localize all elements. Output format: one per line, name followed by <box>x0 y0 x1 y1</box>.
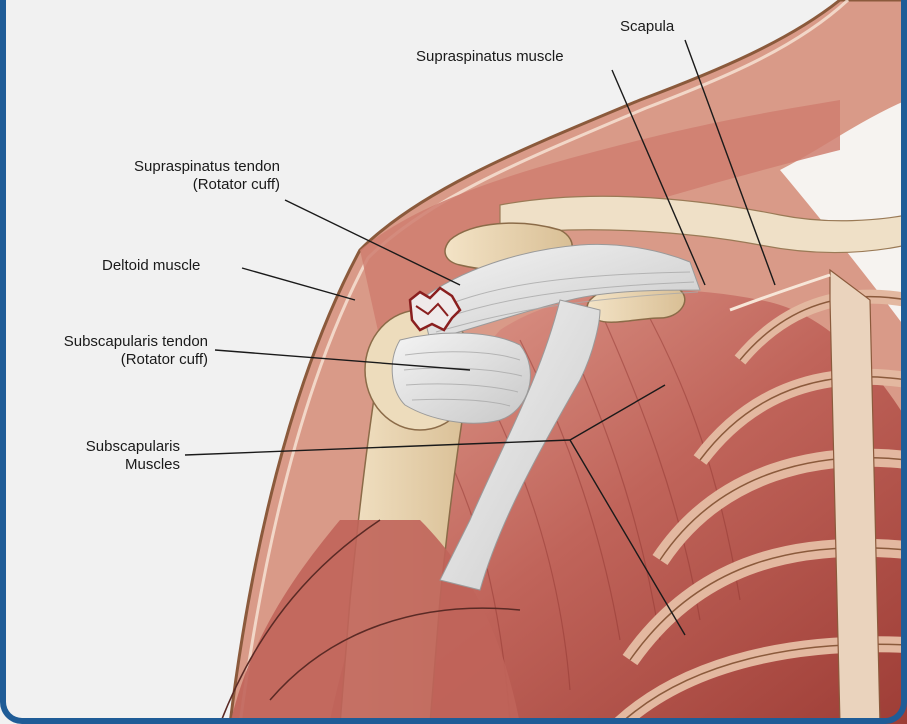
label-subscapularis-tendon-line2: (Rotator cuff) <box>10 351 208 369</box>
label-supraspinatus-tendon-line1: Supraspinatus tendon <box>80 158 280 176</box>
label-supraspinatus-tendon-line2: (Rotator cuff) <box>80 176 280 194</box>
label-supraspinatus-muscle: Supraspinatus muscle <box>416 48 564 66</box>
label-supraspinatus-tendon: Supraspinatus tendon (Rotator cuff) <box>80 158 280 194</box>
subscapularis-tendon <box>392 333 530 423</box>
label-subscapularis-muscles-line1: Subscapularis <box>40 438 180 456</box>
label-scapula: Scapula <box>620 18 674 36</box>
label-subscapularis-tendon: Subscapularis tendon (Rotator cuff) <box>10 333 208 369</box>
label-subscapularis-muscles-line2: Muscles <box>40 456 180 474</box>
label-deltoid-muscle: Deltoid muscle <box>102 257 200 275</box>
label-subscapularis-tendon-line1: Subscapularis tendon <box>10 333 208 351</box>
label-subscapularis-muscles: Subscapularis Muscles <box>40 438 180 474</box>
